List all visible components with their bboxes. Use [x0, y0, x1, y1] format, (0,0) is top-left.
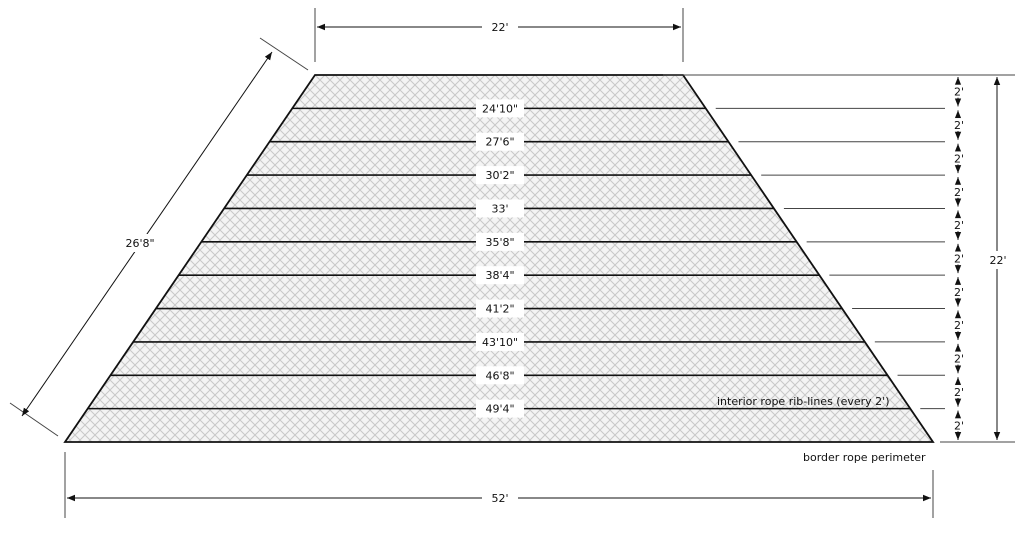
net-mesh-area — [63, 74, 935, 443]
rib-length-label: 24'10" — [482, 102, 518, 115]
rib-length-label: 27'6" — [485, 136, 514, 149]
rib-label-bg — [476, 166, 524, 185]
rib-length-label: 33' — [491, 202, 508, 215]
bottom-width-label: 52' — [491, 492, 508, 505]
rib-length-label: 35'8" — [485, 236, 514, 249]
rib-label-bg — [476, 132, 524, 151]
spacing-label: 2' — [954, 253, 964, 266]
rib-length-label: 41'2" — [485, 303, 514, 316]
spacing-label: 2' — [954, 386, 964, 399]
spacing-label: 2' — [954, 419, 964, 432]
spacing-label: 2' — [954, 119, 964, 132]
interior-ribs-annotation: interior rope rib-lines (every 2') — [717, 395, 889, 408]
rib-length-label: 38'4" — [485, 269, 514, 282]
rib-label-bg — [476, 232, 524, 251]
rib-label-bg — [476, 332, 524, 351]
rib-label-bg — [476, 299, 524, 318]
spacing-label: 2' — [954, 186, 964, 199]
rib-label-bg — [476, 366, 524, 385]
rib-length-label: 46'8" — [485, 369, 514, 382]
spacing-label: 2' — [954, 219, 964, 232]
slant-length-label: 26'8" — [125, 237, 154, 250]
rib-label-bg — [476, 199, 524, 218]
rib-length-label: 30'2" — [485, 169, 514, 182]
rib-length-label: 43'10" — [482, 336, 518, 349]
rib-length-label: 49'4" — [485, 403, 514, 416]
spacing-label: 2' — [954, 286, 964, 299]
rib-label-bg — [476, 266, 524, 285]
rib-label-bg — [476, 99, 524, 118]
spacing-label: 2' — [954, 86, 964, 99]
rib-label-bg — [476, 399, 524, 418]
top-width-label: 22' — [491, 21, 508, 34]
spacing-label: 2' — [954, 353, 964, 366]
spacing-label: 2' — [954, 152, 964, 165]
total-height-label: 22' — [989, 254, 1006, 267]
border-rope-annotation: border rope perimeter — [803, 451, 926, 464]
spacing-label: 2' — [954, 319, 964, 332]
